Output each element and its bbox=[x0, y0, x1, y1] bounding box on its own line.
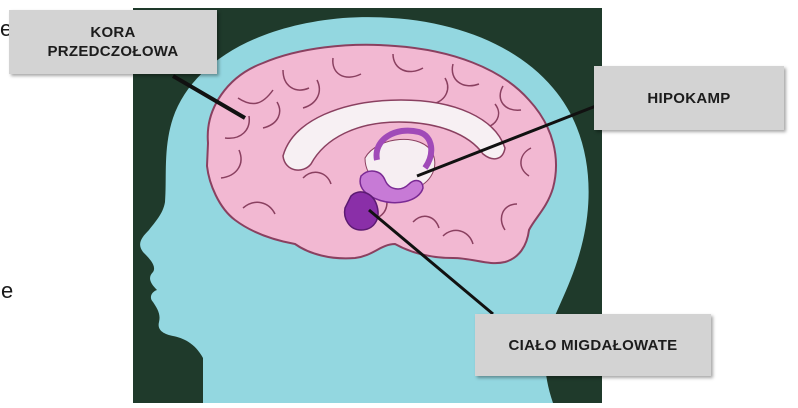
amygdala bbox=[345, 192, 378, 230]
label-amygdala: CIAŁO MIGDAŁOWATE bbox=[475, 314, 711, 376]
label-prefrontal-cortex: KORA PRZEDCZOŁOWA bbox=[9, 10, 217, 74]
label-kora-line2: PRZEDCZOŁOWA bbox=[47, 42, 178, 61]
label-kora-line1: KORA bbox=[90, 23, 135, 42]
cropped-text-bottom: e bbox=[1, 278, 13, 304]
label-cialo-text: CIAŁO MIGDAŁOWATE bbox=[509, 337, 678, 354]
label-hippocampus: HIPOKAMP bbox=[594, 66, 784, 130]
label-hipokamp-text: HIPOKAMP bbox=[647, 90, 730, 107]
